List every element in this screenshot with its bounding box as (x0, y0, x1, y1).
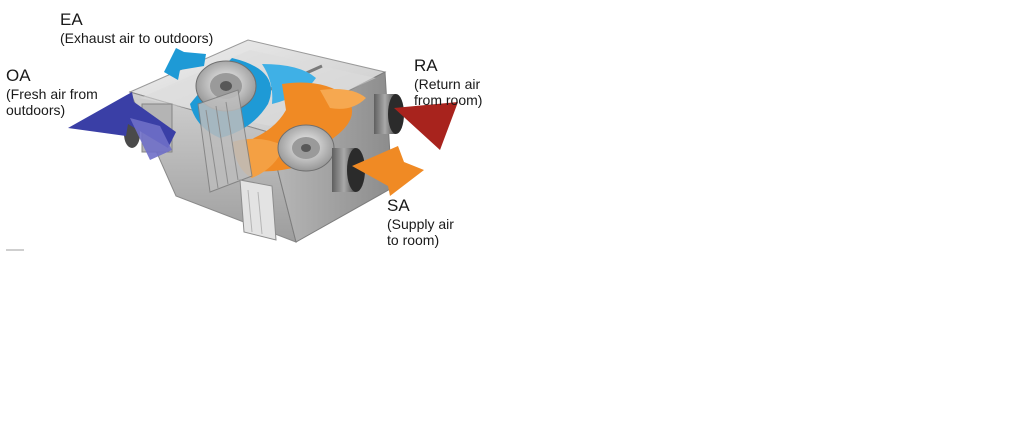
exhaust-air-arrow (164, 48, 206, 80)
ea-description: (Exhaust air to outdoors) (60, 29, 214, 46)
return-air-duct (374, 94, 404, 134)
sa-description-line-2: to room) (387, 231, 440, 248)
supply-air-arrow (352, 146, 424, 196)
ra-description-line-1: (Return air (414, 75, 481, 92)
filter-box (239, 179, 277, 241)
ea-label: EA (Exhaust air to outdoors) (60, 10, 213, 46)
sa-code: SA (387, 196, 410, 215)
ra-description-line-2: from room) (414, 91, 483, 108)
fresh-air-arrow-inner (130, 118, 172, 160)
exhaust-fan (195, 60, 257, 112)
oa-description-line-1: (Fresh air from (6, 85, 98, 102)
ea-code: EA (60, 10, 83, 29)
ra-label: RA (Return air from room) (414, 56, 482, 108)
oa-description-line-2: outdoors) (6, 101, 66, 118)
ra-code: RA (414, 56, 438, 75)
oa-code: OA (6, 66, 31, 85)
return-air-arrow (394, 102, 458, 150)
supply-air-duct (332, 148, 365, 192)
sa-label: SA (Supply air to room) (387, 196, 454, 248)
sa-description-line-1: (Supply air (387, 215, 454, 232)
heat-exchanger-core (197, 89, 253, 193)
supply-fan (277, 124, 335, 172)
oa-label: OA (Fresh air from outdoors) (6, 66, 98, 118)
